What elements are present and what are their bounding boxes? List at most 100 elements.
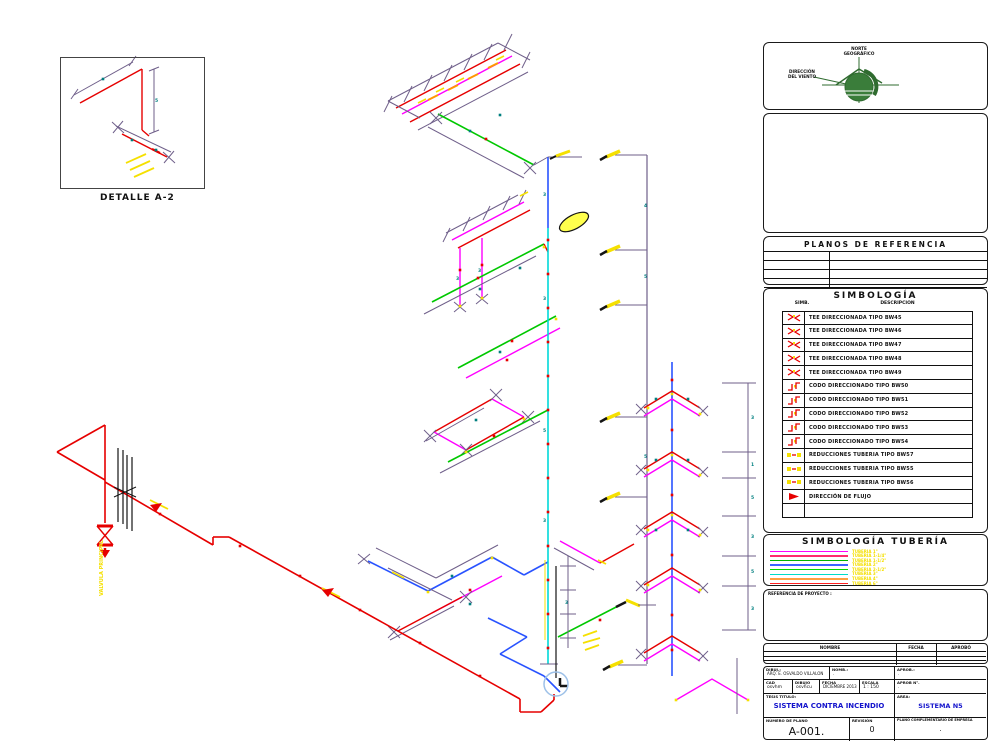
tb-aprobno-value: . <box>898 684 900 690</box>
tuberia-legend-row: TUBERIA 6" <box>764 581 986 586</box>
pipe-segment <box>502 195 511 211</box>
titleblock-upper: NOMBRE FECHA APROBÓ <box>763 643 988 665</box>
pipe-segment <box>70 88 79 100</box>
teal-fitting-dot <box>450 574 454 578</box>
yellow-fitting-dot <box>542 245 546 249</box>
notes-label: REFERENCIA DE PROYECTO : <box>768 591 832 596</box>
tuberia-legend-box: SIMBOLOGÍA TUBERÍA TUBERIA 1"TUBERIA 1-1… <box>763 534 988 586</box>
tuberia-legend-row: TUBERIA 1" <box>764 549 986 554</box>
tb-aprob-label: APROB.: <box>897 667 915 672</box>
tb-aprobno-label: APROB N°. <box>897 680 920 685</box>
simbologia-desc: CODO DIRECCIONADO TIPO BW50 <box>809 383 909 390</box>
red-fitting-dot <box>546 442 550 446</box>
simbologia-row: REDUCCIONES TUBERIA TIPO BW55 <box>782 462 973 477</box>
dimension-text: 5 <box>644 274 647 280</box>
yellow-fitting-dot <box>646 406 650 410</box>
red-fitting-dot <box>158 512 162 516</box>
teal-fitting-dot <box>130 138 134 142</box>
pipe-segment <box>115 125 172 153</box>
pipe-segment <box>499 636 528 655</box>
north-symbol: NORTE GEOGRÁFICO DIRECCIÓN DEL VIENTO <box>788 46 899 103</box>
pipe-segment <box>482 205 491 221</box>
tb-fecha-value: DICIEMBRE 2013 <box>823 683 857 689</box>
tee-symbol-icon <box>783 338 805 352</box>
north-box: NORTE GEOGRÁFICO DIRECCIÓN DEL VIENTO <box>763 42 988 110</box>
pipe-segment <box>442 227 451 243</box>
simbologia-row: REDUCCIONES TUBERIA TIPO BW57 <box>782 448 973 463</box>
yellow-fitting-dot <box>458 304 462 308</box>
teal-fitting-dot <box>654 397 658 401</box>
teal-fitting-dot <box>518 266 522 270</box>
pipe-segment <box>491 398 525 418</box>
pipe-segment <box>635 464 647 476</box>
sprinkler-flag-tip <box>599 304 608 312</box>
pipe-segment <box>599 543 635 564</box>
yellow-fitting-dot <box>698 412 702 416</box>
tuberia-color-line <box>770 573 848 575</box>
pipe-segment <box>503 33 513 51</box>
yellow-fitting-dot <box>426 590 430 594</box>
tee-symbol-icon <box>783 312 805 324</box>
codo-symbol-icon <box>783 435 805 448</box>
flow-symbol-icon <box>783 490 805 504</box>
pipe-segment <box>435 544 499 579</box>
sprinkler-flag-icon <box>605 299 621 309</box>
codo-symbol-icon <box>783 407 805 421</box>
dimension-text: 5 <box>751 569 754 575</box>
detail-callout-circle <box>543 671 569 697</box>
simbologia-row: TEE DIRECCIONADA TIPO BW46 <box>782 324 973 339</box>
tb-rev-label: REVISIÓN <box>852 718 873 723</box>
pipe-segment <box>451 201 525 241</box>
teal-fitting-dot <box>498 350 502 354</box>
equipment-ellipse <box>558 211 590 233</box>
pipe-segment <box>457 315 557 369</box>
red-fitting-dot <box>670 613 674 617</box>
tuberia-label: TUBERIA 1" <box>852 548 878 554</box>
pipe-segment <box>523 561 549 576</box>
pipe-segment <box>429 111 443 125</box>
pipe-segment <box>521 51 531 69</box>
pipe-segment <box>463 53 473 71</box>
dimension-text: 3 <box>543 296 546 302</box>
tuberia-title: SIMBOLOGÍA TUBERÍA <box>802 537 949 547</box>
pipe-segment <box>643 575 701 594</box>
viento-label-2: DEL VIENTO <box>788 74 816 79</box>
pipe-segment <box>383 95 393 113</box>
planos-row <box>764 252 987 261</box>
pipe-segment <box>643 398 701 417</box>
pipe-segment <box>445 194 519 234</box>
simbologia-desc: REDUCCIONES TUBERIA TIPO BW56 <box>809 479 914 486</box>
red-symbol-icon <box>783 476 805 490</box>
pipe-segment <box>427 126 525 179</box>
pipe-segment <box>391 571 405 579</box>
dimension-text: 1 <box>751 462 754 468</box>
simbologia-desc: TEE DIRECCIONADA TIPO BW48 <box>809 355 902 362</box>
flow-arrow-icon <box>150 503 162 512</box>
pipe-segment <box>465 416 525 451</box>
pipe-segment <box>491 556 525 576</box>
red-fitting-dot <box>510 339 514 343</box>
tb-cad-label: CAD <box>766 680 775 685</box>
simbologia-row: TEE DIRECCIONADA TIPO BW45 <box>782 311 973 325</box>
simbologia-desc: CODO DIRECCIONADO TIPO BW52 <box>809 410 909 417</box>
pipe-segment <box>409 63 521 123</box>
pipe-segment <box>129 160 151 171</box>
pipe-segment <box>521 410 535 424</box>
pipe-segment <box>447 409 549 463</box>
pipe-segment <box>584 644 600 651</box>
yellow-fitting-dot <box>646 528 650 532</box>
red-fitting-dot <box>598 618 602 622</box>
tuberia-label: TUBERIA 1-1/4" <box>852 553 887 559</box>
pipe-segment <box>112 120 124 134</box>
red-fitting-dot <box>546 408 550 412</box>
teal-fitting-dot <box>686 397 690 401</box>
pipe-segment <box>543 675 561 693</box>
pipe-segment <box>643 567 701 586</box>
pipe-segment <box>403 85 413 103</box>
tuberia-legend-row: TUBERIA 2-1/2" <box>764 567 986 572</box>
codo-symbol-icon <box>783 421 805 435</box>
tuberia-legend-row: TUBERIA 3" <box>764 571 986 577</box>
red-fitting-dot <box>546 578 550 582</box>
pipe-segment <box>582 630 598 637</box>
yellow-fitting-dot <box>698 473 702 477</box>
